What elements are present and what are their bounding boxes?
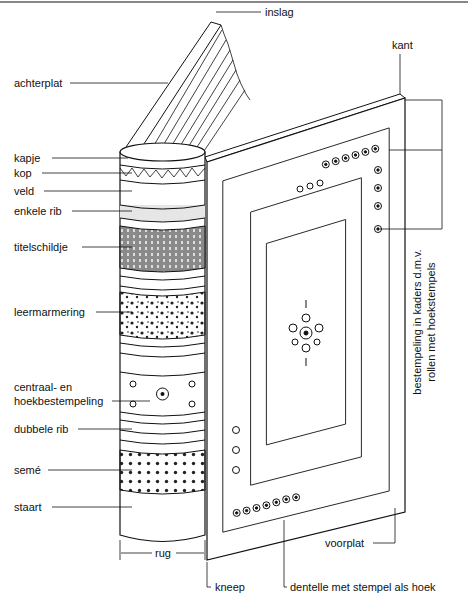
part-label: centraal- en hoekbestempeling xyxy=(14,380,109,408)
part-label: dubbele rib xyxy=(14,422,68,436)
part-label: bestempeling in kaders d.m.v. rollen met… xyxy=(410,247,438,397)
part-label: achterplat xyxy=(14,76,62,90)
part-label: semé xyxy=(14,463,41,477)
part-label: kop xyxy=(14,166,32,180)
part-label: inslag xyxy=(265,5,294,19)
part-label: rug xyxy=(155,546,171,560)
part-label: staart xyxy=(14,500,42,514)
stamp-ornaments xyxy=(233,145,382,516)
front-board xyxy=(205,94,405,560)
back-board xyxy=(124,22,221,150)
part-label: enkele rib xyxy=(14,204,62,218)
part-label: kneep xyxy=(215,580,245,594)
spine xyxy=(120,143,205,542)
part-label: veld xyxy=(14,184,34,198)
part-label: kapje xyxy=(14,151,40,165)
part-label: leermarmering xyxy=(14,305,85,319)
part-label: titelschildje xyxy=(14,240,68,254)
part-label: dentelle met stempel als hoek xyxy=(290,580,436,594)
pages xyxy=(150,25,250,160)
top-rule xyxy=(0,2,468,3)
part-label: kant xyxy=(392,38,413,52)
leader-lines xyxy=(42,12,442,587)
part-label: voorplat xyxy=(325,536,364,550)
